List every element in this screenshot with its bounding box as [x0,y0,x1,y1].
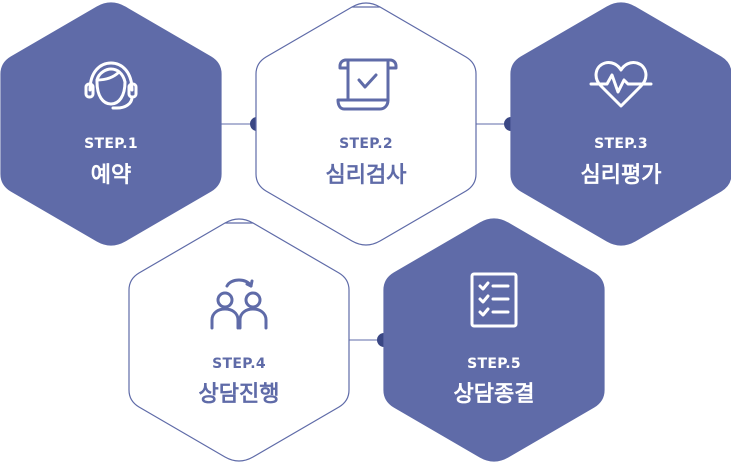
document-check-icon [336,58,398,111]
step-5-node: STEP.5 상담종결 [383,218,605,462]
people-exchange-icon [210,278,268,330]
step-2-label: STEP.2 [339,136,393,152]
step-1-label: STEP.1 [84,136,138,152]
step-5-hexagon [383,218,605,462]
step-2-node: STEP.2 심리검사 [255,2,477,246]
step-4-hexagon [128,218,350,462]
step-4-label: STEP.4 [212,356,266,372]
step-2-title: 심리검사 [326,163,408,188]
step-5-label: STEP.5 [467,356,521,372]
step-2-hexagon [255,2,477,246]
step-4-node: STEP.4 상담진행 [128,218,350,462]
step-1-title: 예약 [91,163,131,188]
step-4-title: 상담진행 [199,382,280,407]
step-5-title: 상담종결 [454,382,535,407]
headset-icon [84,61,138,110]
step-3-label: STEP.3 [594,136,648,152]
step-3-hexagon [510,2,731,246]
step-1-hexagon [0,2,222,246]
step-3-node: STEP.3 심리평가 [510,2,731,246]
step-3-title: 심리평가 [581,163,662,188]
heartbeat-icon [589,61,653,108]
checklist-icon [470,272,518,328]
step-1-node: STEP.1 예약 [0,2,222,246]
